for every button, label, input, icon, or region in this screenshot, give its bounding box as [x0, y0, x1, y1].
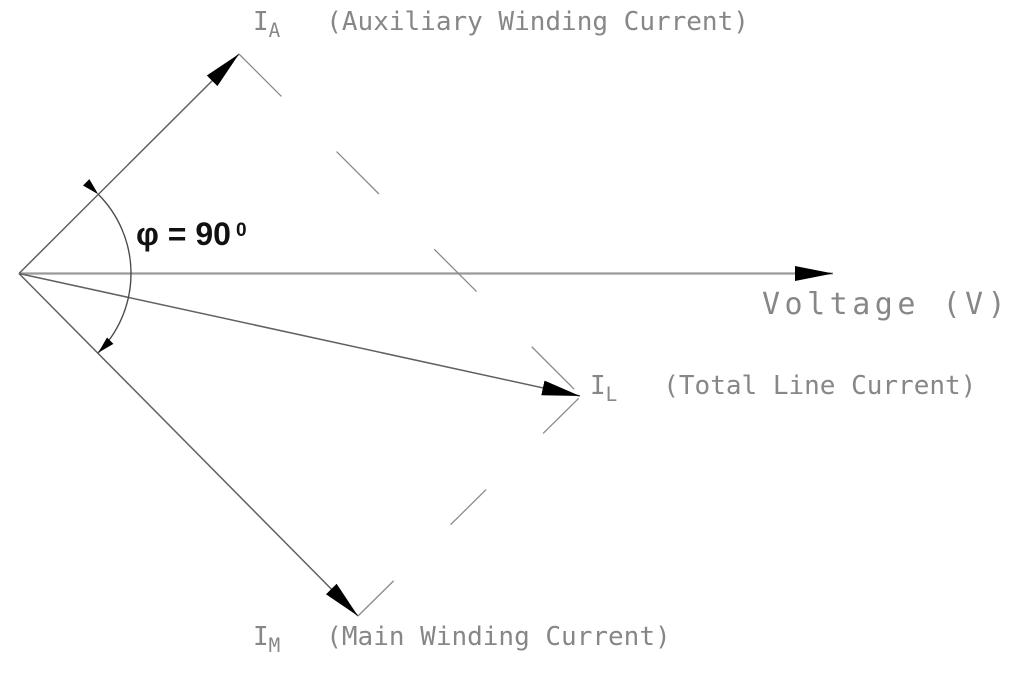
- ia-symbol: I: [253, 7, 269, 37]
- voltage-label: Voltage (V): [762, 290, 1010, 320]
- im-symbol: I: [253, 622, 269, 652]
- auxiliary-current-label: IA (Auxiliary Winding Current): [253, 7, 749, 40]
- phase-angle-superscript: 0: [235, 219, 247, 241]
- voltage-text: Voltage (V): [762, 287, 1011, 322]
- ia-subscript: A: [268, 18, 281, 42]
- phase-angle-arc: [83, 179, 132, 354]
- im-description: (Main Winding Current): [326, 622, 671, 652]
- il-description: (Total Line Current): [663, 371, 977, 401]
- il-symbol: I: [590, 371, 606, 401]
- main-current-label: IM (Main Winding Current): [253, 622, 671, 655]
- construction-line-lower: [357, 395, 582, 617]
- main-current-vector: [18, 272, 359, 617]
- line-current-label: IL (Total Line Current): [590, 371, 977, 404]
- auxiliary-current-vector: [18, 53, 240, 275]
- line-current-vector: [18, 272, 581, 397]
- construction-line-upper: [238, 53, 582, 397]
- im-subscript: M: [268, 633, 281, 657]
- ia-description: (Auxiliary Winding Current): [326, 7, 749, 37]
- phase-angle-expression: φ = 90: [136, 216, 231, 252]
- il-subscript: L: [605, 382, 618, 406]
